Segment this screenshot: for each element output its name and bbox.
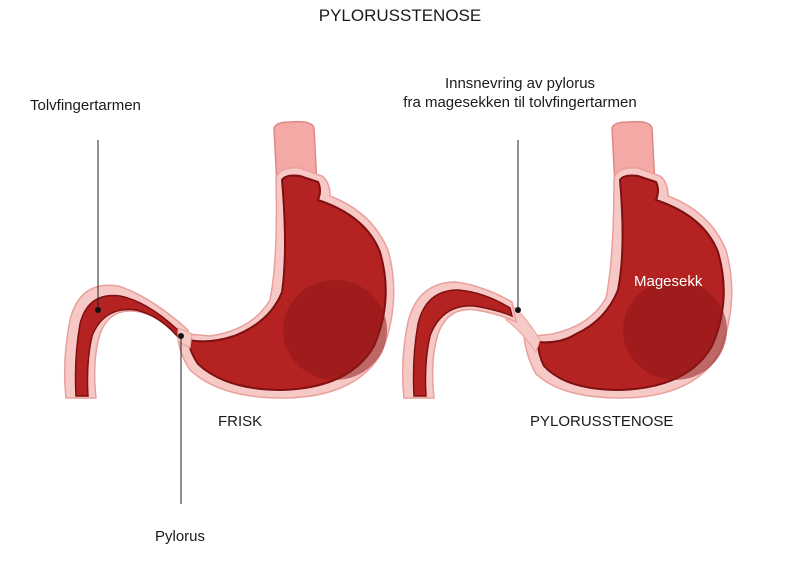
- stomach-shade-left: [283, 280, 387, 380]
- duodenum-inner-right: [412, 289, 514, 397]
- stomach-shade-right: [623, 280, 727, 380]
- label-pylorus-narrowing: Innsnevring av pylorus fra magesekken ti…: [360, 74, 680, 112]
- stenosis-stomach: [401, 120, 733, 399]
- label-narrowing-line2: fra magesekken til tolvfingertarmen: [403, 94, 637, 111]
- label-narrowing-line1: Innsnevring av pylorus: [444, 75, 596, 92]
- leader-lines: [95, 140, 521, 504]
- leader-duodenum-dot: [95, 307, 101, 313]
- label-stenosis: PYLORUSSTENOSE: [530, 413, 674, 430]
- label-healthy: FRISK: [218, 413, 263, 430]
- label-duodenum: Tolvfingertarmen: [30, 97, 141, 114]
- diagram-title: PYLORUSSTENOSE: [318, 6, 482, 25]
- leader-narrowing-dot: [515, 307, 521, 313]
- healthy-stomach: [63, 120, 395, 399]
- leader-pylorus-dot: [178, 333, 184, 339]
- label-stomach: Magesekk: [634, 273, 703, 290]
- duodenum-inner-left: [74, 294, 185, 397]
- label-pylorus: Pylorus: [155, 528, 206, 545]
